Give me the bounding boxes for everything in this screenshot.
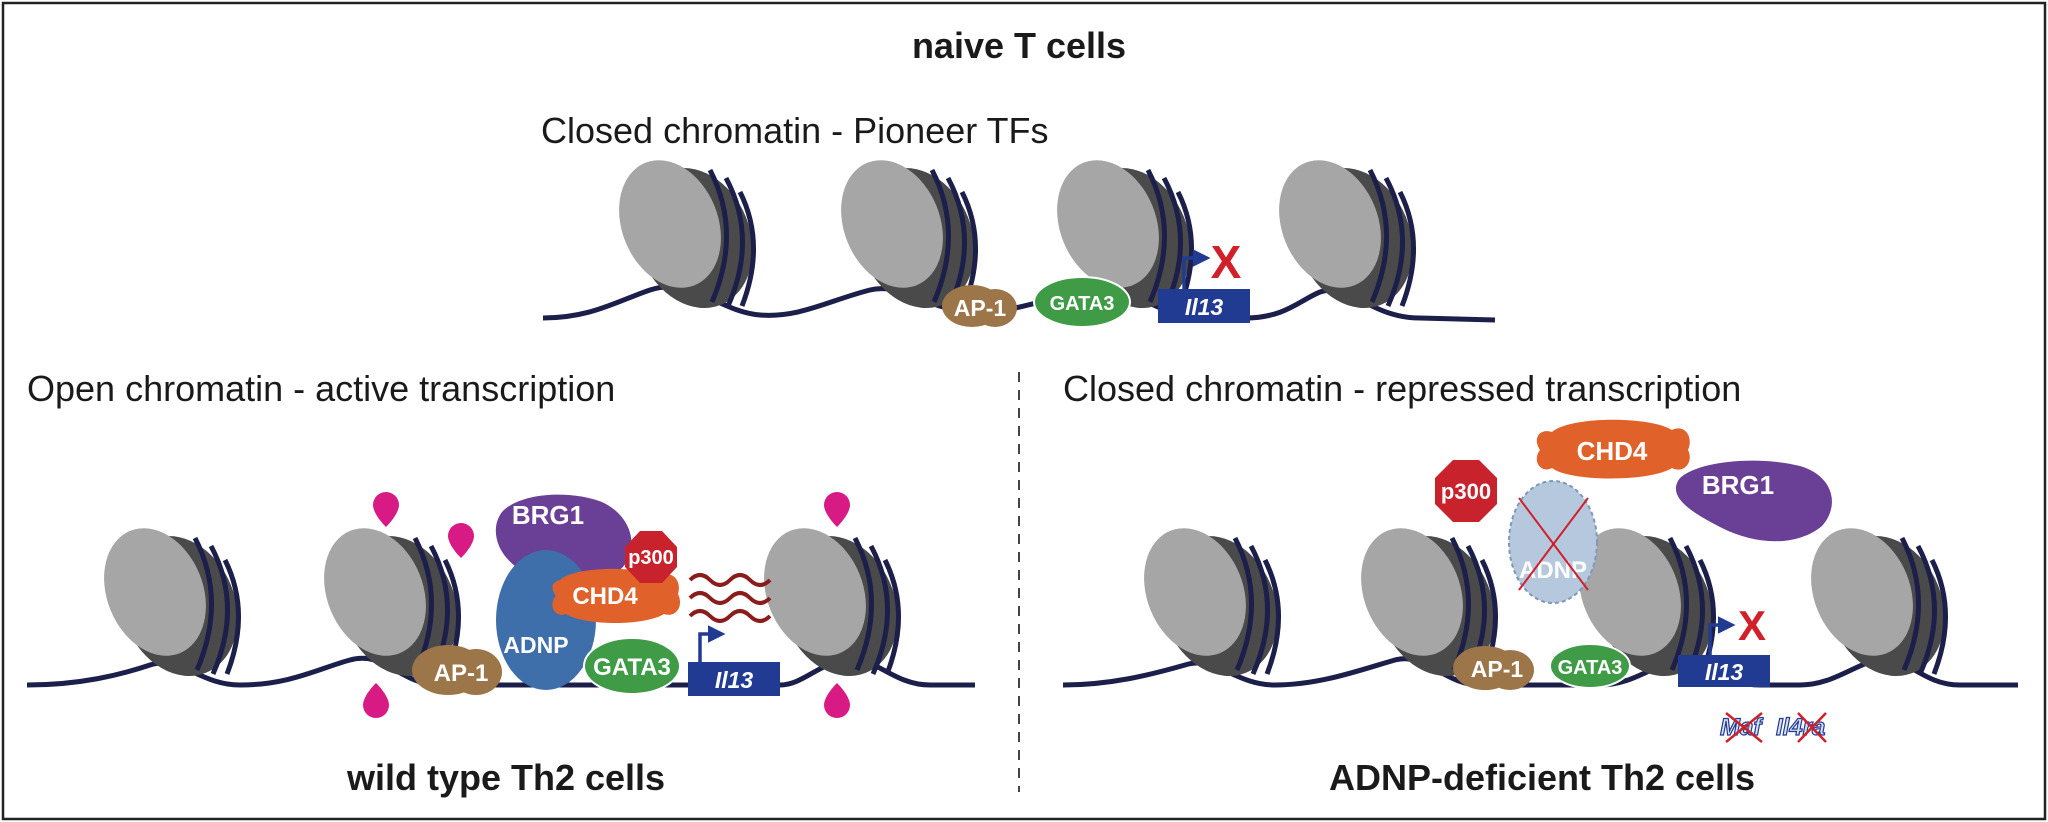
ap1-factor: AP-1 (942, 285, 1017, 327)
ap1-factor: AP-1 (1453, 646, 1534, 690)
il13-label: Il13 (1705, 659, 1744, 685)
gata3-label: GATA3 (1558, 657, 1623, 679)
ap1-factor: AP-1 (412, 645, 502, 695)
gata3-label: GATA3 (593, 654, 671, 681)
chd4-label: CHD4 (1577, 436, 1648, 466)
heading-right: Closed chromatin - repressed transcripti… (1063, 368, 1741, 409)
p300-factor: p300 (1435, 460, 1497, 522)
maf-gene-crossed: Maf (1719, 712, 1764, 743)
gata3-factor: GATA3 (1033, 276, 1131, 328)
ap1-label: AP-1 (1471, 656, 1524, 682)
mrna-transcript (688, 573, 772, 623)
ap1-label: AP-1 (954, 295, 1007, 321)
heading-left: Open chromatin - active transcription (27, 368, 615, 409)
nucleosome (1261, 145, 1433, 326)
il4ra-gene-crossed: Il4ra (1775, 712, 1827, 743)
p300-factor: p300 (625, 531, 677, 583)
brg1-label: BRG1 (1702, 470, 1774, 500)
il13-gene: Il13 (1678, 655, 1770, 687)
il4ra-label: Il4ra (1776, 714, 1825, 741)
p300-label: p300 (1441, 479, 1491, 504)
title-naive-t-cells: naive T cells (912, 25, 1126, 66)
histone-mark (824, 492, 850, 527)
nucleosome (86, 513, 258, 694)
adnp-label: ADNP (1519, 557, 1587, 584)
histone-mark (448, 523, 474, 558)
histone-mark (363, 683, 389, 718)
block-x-mark: X (1211, 236, 1242, 288)
title-adnp-deficient: ADNP-deficient Th2 cells (1329, 757, 1755, 798)
brg1-factor: BRG1 (1675, 460, 1832, 542)
transcription-arrow (1708, 616, 1736, 655)
il13-label: Il13 (1185, 294, 1224, 320)
cross-line (1518, 497, 1589, 591)
histone-mark (373, 492, 399, 527)
histone-mark (824, 683, 850, 718)
nucleosome (1793, 513, 1965, 694)
heading-top: Closed chromatin - Pioneer TFs (541, 110, 1049, 151)
title-wild-type: wild type Th2 cells (346, 757, 665, 798)
gata3-factor: GATA3 (1549, 643, 1631, 689)
gata3-label: GATA3 (1050, 293, 1115, 315)
adnp-factor: ADNP (496, 550, 596, 690)
p300-label: p300 (628, 547, 674, 569)
transcription-arrow (1182, 249, 1211, 289)
nucleosome (1126, 513, 1298, 694)
il13-label: Il13 (715, 667, 754, 693)
il13-gene: Il13 (688, 662, 780, 696)
block-x-mark: X (1738, 602, 1766, 649)
brg1-label: BRG1 (512, 500, 584, 530)
adnp-absent-factor: ADNP (1508, 480, 1598, 604)
cross-line (1725, 712, 1763, 743)
transcription-arrow (698, 625, 726, 662)
ap1-label: AP-1 (434, 660, 489, 687)
chd4-label: CHD4 (572, 583, 638, 610)
il13-gene: Il13 (1158, 289, 1250, 323)
chd4-factor: CHD4 (1536, 419, 1690, 479)
gata3-factor: GATA3 (583, 637, 681, 695)
adnp-label: ADNP (503, 632, 568, 658)
cross-line (1797, 712, 1827, 743)
